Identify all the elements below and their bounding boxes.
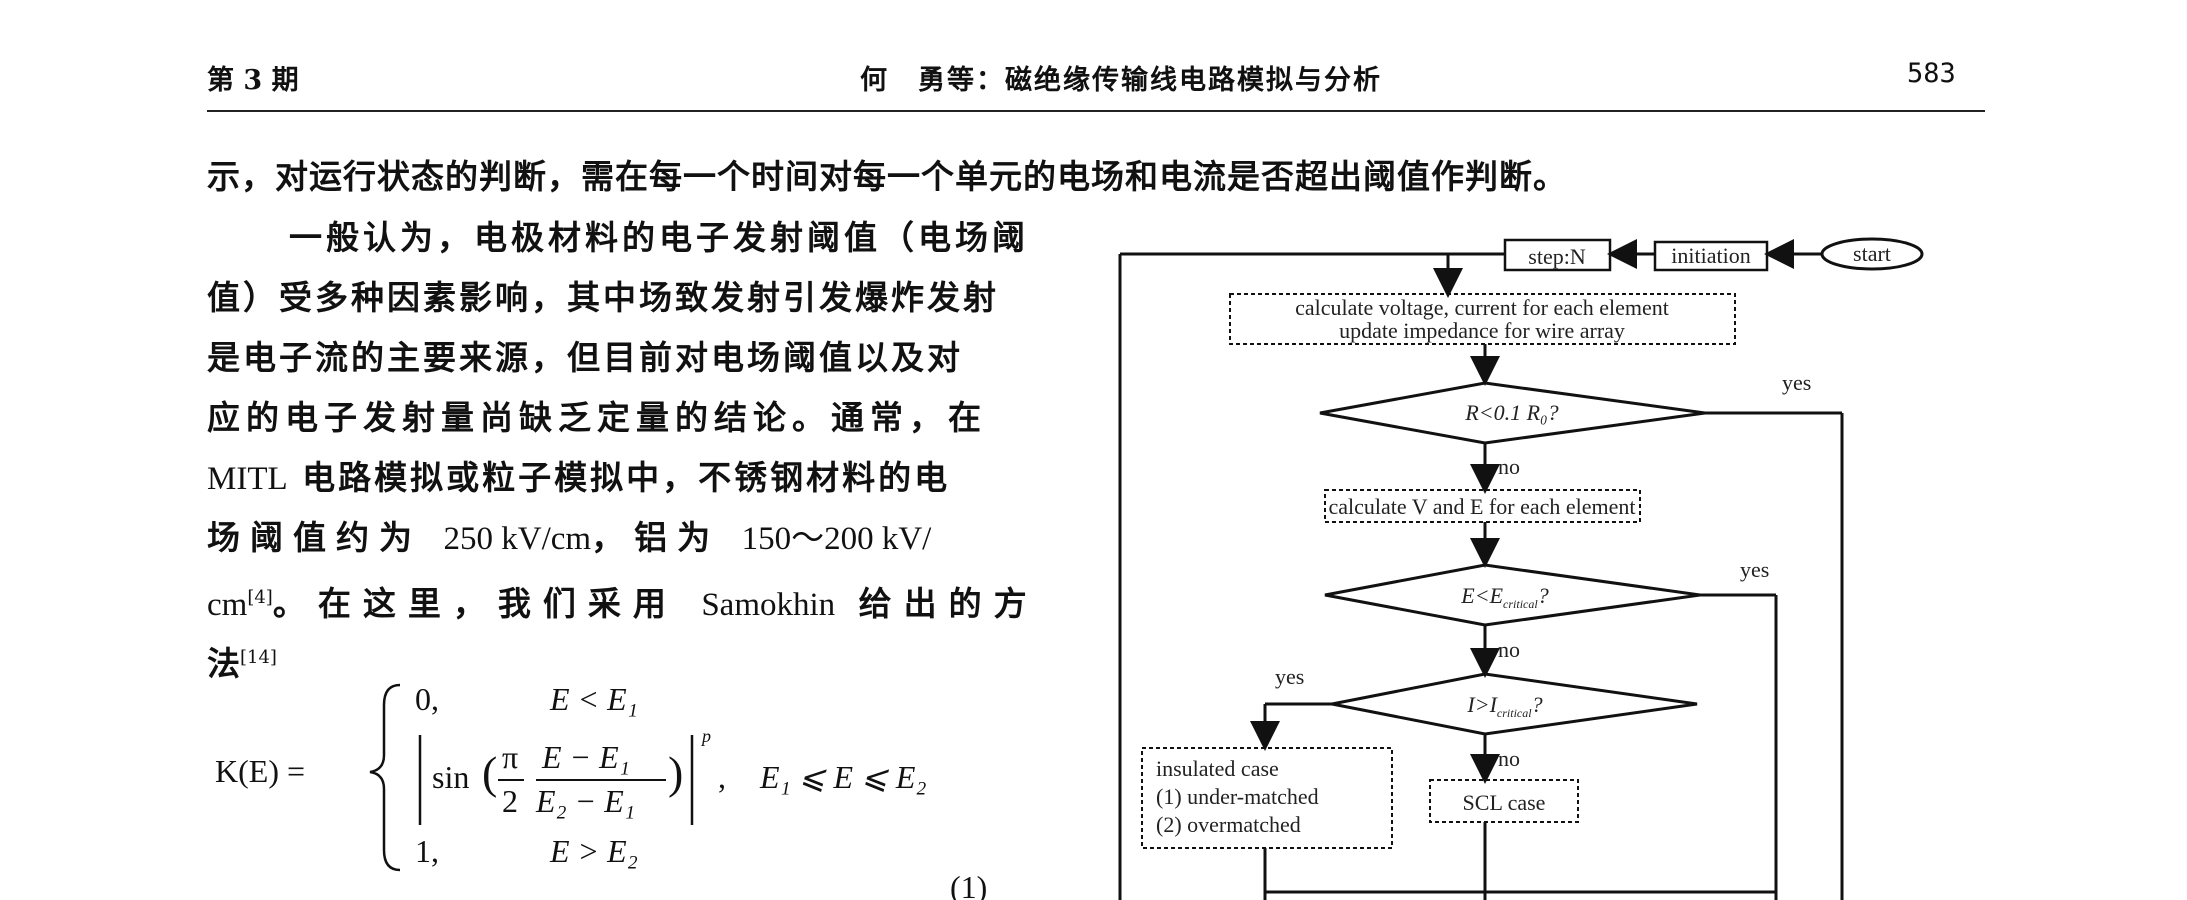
- dec2-no-label: no: [1498, 637, 1520, 662]
- case3-value: 1,: [415, 833, 439, 869]
- step-label: step:N: [1528, 244, 1586, 269]
- insulated-line3: (2) overmatched: [1156, 812, 1301, 837]
- line5-text: 电路模拟或粒子模拟中，不锈钢材料的电: [287, 458, 951, 497]
- paragraph-line-7: cm[4]。在这里，我们采用 Samokhin 给出的方: [207, 568, 1027, 628]
- case2-comma: ,: [718, 759, 726, 795]
- mitl-term: MITL: [207, 461, 288, 497]
- paragraph-line-3: 是电子流的主要来源，但目前对电场阈值以及对: [207, 338, 963, 377]
- line6-c: ，铝为: [591, 518, 742, 557]
- dec3-yes-label: yes: [1275, 664, 1304, 689]
- calc1-line2: update impedance for wire array: [1339, 318, 1625, 343]
- dec2-label: E<Ecritical?: [1460, 583, 1548, 611]
- dec3-no-label: no: [1498, 746, 1520, 771]
- case1-condition: E < E₁: [549, 681, 638, 717]
- decision-3: [1331, 672, 1698, 736]
- calc1-line1: calculate voltage, current for each elem…: [1295, 295, 1669, 320]
- calc2-node: [1324, 489, 1641, 523]
- line6-value2: 150～200 kV/: [741, 521, 932, 557]
- paragraph-line-6: 场阈值约为 250 kV/cm，铝为 150～200 kV/: [207, 508, 1007, 568]
- line8-a: 法: [207, 644, 240, 683]
- dec1-no-label: no: [1498, 454, 1520, 479]
- case2-pi: π: [502, 739, 518, 775]
- case3-condition: E > E₂: [549, 833, 638, 869]
- header-rule: [207, 110, 1985, 112]
- paragraph-line-4: 应的电子发射量尚缺乏定量的结论。通常，在: [207, 398, 987, 437]
- calc2-label: calculate V and E for each element: [1328, 494, 1635, 519]
- dec3-label: I>Icritical?: [1466, 692, 1542, 720]
- paragraph-line-8: 法[14]: [207, 628, 1007, 688]
- paragraph-line-1: 一般认为，电极材料的电子发射阈值（电场阈: [289, 218, 1029, 257]
- line7-b: 。在这里，我们采用: [272, 584, 702, 623]
- author-samokhin: Samokhin: [701, 587, 836, 623]
- paren-open: (: [482, 747, 497, 798]
- paragraph-line-2: 值）受多种因素影响，其中场致发射引发爆炸发射: [207, 278, 999, 317]
- scl-label: SCL case: [1463, 790, 1546, 815]
- left-brace: [369, 683, 401, 872]
- citation-4: [4]: [247, 587, 273, 608]
- case1-value: 0,: [415, 681, 439, 717]
- equation-1: K(E) = 0, E < E₁ sin ( π 2 E − E₁ E₂ − E…: [215, 681, 987, 900]
- body-first-line: 示，对运行状态的判断，需在每一个时间对每一个单元的电场和电流是否超出阈值作判断。: [207, 157, 1567, 196]
- page-number: 583: [1907, 58, 1956, 89]
- paragraph-line-5: MITL 电路模拟或粒子模拟中，不锈钢材料的电: [207, 448, 1007, 508]
- equation-number: (1): [950, 869, 987, 900]
- body-paragraph: 一般认为，电极材料的电子发射阈值（电场阈 值）受多种因素影响，其中场致发射引发爆…: [207, 208, 1029, 688]
- line6-a: 场阈值约为: [207, 518, 444, 557]
- line6-value1: 250 kV/cm: [443, 521, 592, 557]
- calc1-node: [1229, 293, 1736, 345]
- line7-d: 给出的方: [835, 584, 1039, 623]
- running-title: 何 勇等：磁绝缘传输线电路模拟与分析: [860, 65, 1382, 96]
- dec2-yes-label: yes: [1740, 557, 1769, 582]
- issue-number: 第 3 期: [207, 65, 299, 96]
- equation-lhs: K(E) =: [215, 753, 305, 789]
- scl-case-node: [1429, 779, 1579, 823]
- flowchart-figure: start initiation step:N calculate voltag…: [1118, 237, 1924, 900]
- case2-sin: sin: [432, 759, 469, 795]
- case2-condition: E₁ ⩽ E ⩽ E₂: [759, 759, 927, 795]
- decision-2: [1324, 563, 1701, 627]
- line7-unit: cm: [207, 587, 248, 623]
- citation-14: [14]: [240, 647, 277, 668]
- case2-exponent: p: [700, 726, 711, 746]
- start-label: start: [1853, 241, 1891, 266]
- dec1-label: R<0.1 R₀?: [1464, 400, 1558, 425]
- case2-two: 2: [502, 783, 518, 819]
- case2-numerator: E − E₁: [541, 739, 630, 775]
- paren-close: ): [668, 747, 683, 798]
- insulated-line1: insulated case: [1156, 756, 1279, 781]
- case2-denominator: E₂ − E₁: [535, 783, 635, 819]
- insulated-line2: (1) under-matched: [1156, 784, 1319, 809]
- dec1-yes-label: yes: [1782, 370, 1811, 395]
- initiation-label: initiation: [1671, 243, 1750, 268]
